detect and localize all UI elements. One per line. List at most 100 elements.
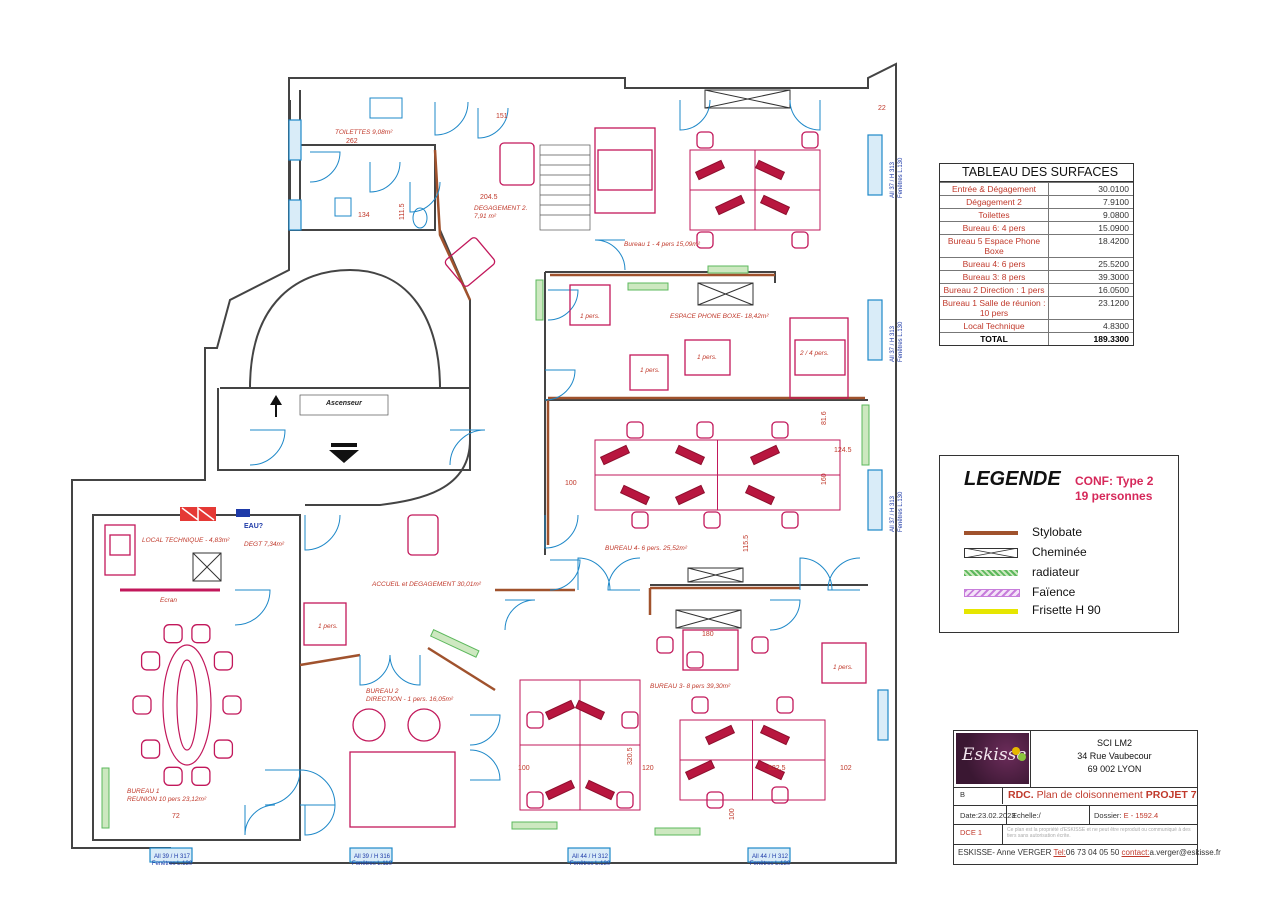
dce-label: DCE 1 <box>960 828 983 837</box>
copyright-note: Ce plan est la propriété d'ESKISSE et ne… <box>1007 827 1191 839</box>
booth-inner <box>794 339 846 376</box>
workstation-screen <box>759 724 791 746</box>
address-line: SCI LM2 <box>1096 738 1132 748</box>
dim-label: 151 <box>496 113 508 120</box>
door <box>679 99 711 131</box>
radiator-swatch <box>964 570 1018 576</box>
chimney-cross <box>687 567 744 583</box>
window <box>747 847 791 863</box>
window-label: Fenêtres L.130 <box>898 157 904 198</box>
surface-value: 30.0100 <box>1048 182 1133 196</box>
room-label-bureau2: BUREAU 2 <box>366 688 399 695</box>
office-chair <box>656 636 674 654</box>
sink-icon <box>369 97 403 119</box>
door <box>547 289 579 321</box>
surface-value: 7.9100 <box>1048 195 1133 209</box>
office-chair <box>776 696 794 714</box>
legend-conf-type: CONF: Type 2 <box>1075 474 1154 488</box>
chimney-cross <box>192 552 222 582</box>
office-chair <box>771 421 789 439</box>
legend-conf: CONF: Type 2 19 personnes <box>1075 474 1153 504</box>
window <box>867 134 883 196</box>
workstation-screen <box>584 779 616 801</box>
window <box>567 847 611 863</box>
surfaces-total-value: 189.3300 <box>1048 332 1133 345</box>
stylobate-line <box>433 149 472 301</box>
small-desk <box>569 284 611 326</box>
window-label: Fenêtres L.110 <box>352 861 393 867</box>
surface-name: Bureau 6: 4 pers <box>940 221 1049 235</box>
stair-steps <box>540 154 590 216</box>
divider <box>1030 731 1031 787</box>
plan-prefix: RDC. <box>1008 789 1034 801</box>
door <box>607 557 641 591</box>
workstation-screen <box>684 759 716 781</box>
server-rack <box>104 524 136 576</box>
title-block: Eskisse SCI LM2 34 Rue Vaubecour 69 002 … <box>953 730 1221 865</box>
logo-dot <box>1018 753 1026 761</box>
window-label: Fenêtres L.130 <box>750 861 791 867</box>
surface-value: 15.0900 <box>1048 221 1133 235</box>
contact-mail[interactable]: a.verger@eskisse.fr <box>1149 848 1221 857</box>
surface-value: 18.4200 <box>1048 234 1133 258</box>
dim-label: 100 <box>565 480 577 487</box>
legend-label: Frisette H 90 <box>1032 603 1101 617</box>
phone-booth <box>594 127 656 214</box>
contact-mail-label[interactable]: contact: <box>1121 848 1150 857</box>
workstation-screen <box>674 484 706 506</box>
armchair <box>499 142 535 186</box>
toilet-icon <box>334 197 352 217</box>
meeting-chair <box>191 766 211 786</box>
door <box>264 769 301 806</box>
dim-label: 115.5 <box>743 535 750 552</box>
window-label: All 37 / H 313 <box>890 325 896 362</box>
meeting-chair <box>191 624 211 644</box>
desk-label: 1 pers. <box>318 623 338 630</box>
legend-label: Cheminée <box>1032 545 1087 559</box>
door <box>304 804 336 836</box>
stairs <box>539 144 591 231</box>
ecran-label: Ecran <box>160 597 177 604</box>
room-label-degagement2: DEGAGEMENT 2. <box>474 205 528 212</box>
door <box>577 557 611 591</box>
water-meter <box>236 509 250 517</box>
surface-value: 23.1200 <box>1048 296 1133 320</box>
armchair <box>444 237 496 287</box>
faience-swatch <box>964 589 1020 597</box>
surface-name: Bureau 1 Salle de réunion : 10 pers <box>940 296 1049 320</box>
arrow-up-icon <box>270 395 282 405</box>
door <box>359 654 391 686</box>
small-desk <box>629 354 669 391</box>
dce-row: DCE 1 Ce plan est la propriété d'ESKISSE… <box>954 824 1197 845</box>
workstation-screen <box>714 194 746 216</box>
dim-label: 134 <box>358 212 370 219</box>
radiator <box>101 767 110 829</box>
meeting-chair <box>222 695 242 715</box>
dim-label: 204.5 <box>480 194 498 201</box>
reunion-wall <box>92 514 301 841</box>
divider <box>1006 806 1007 824</box>
booth-inner <box>597 149 653 191</box>
window-label: All 39 / H 316 <box>354 854 391 860</box>
cheminee-swatch <box>964 548 1018 558</box>
dossier-label: Dossier: <box>1094 811 1122 820</box>
elevator-label: Ascenseur <box>325 400 363 407</box>
meeting-table-outline <box>162 644 212 766</box>
chimney <box>704 89 791 109</box>
legend-label: Faïence <box>1032 585 1076 599</box>
contact-tel-label[interactable]: Tel: <box>1053 848 1066 857</box>
surface-name: Bureau 4: 6 pers <box>940 257 1049 271</box>
contact-tel[interactable]: 06 73 04 05 50 <box>1065 848 1120 857</box>
radiator <box>707 265 749 274</box>
surface-value: 4.8300 <box>1048 319 1133 333</box>
workstation-screen <box>694 159 726 181</box>
frisette-swatch <box>964 609 1018 614</box>
door <box>309 151 341 183</box>
workstation-screen <box>599 444 631 466</box>
